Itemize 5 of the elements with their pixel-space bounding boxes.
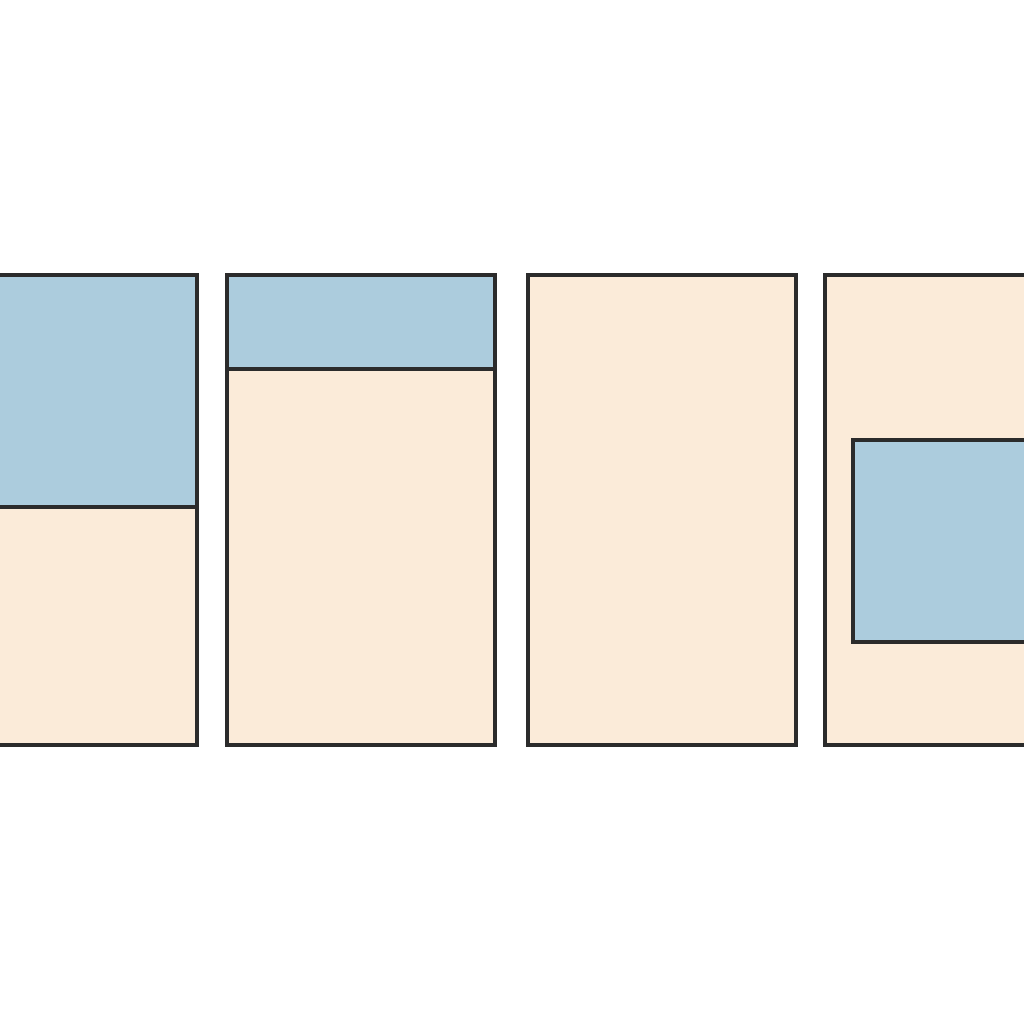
panel-box — [225, 273, 497, 747]
panel-box — [0, 273, 199, 747]
panel-box — [823, 273, 1024, 747]
panel-box — [851, 438, 1024, 644]
panel-box — [526, 273, 798, 747]
